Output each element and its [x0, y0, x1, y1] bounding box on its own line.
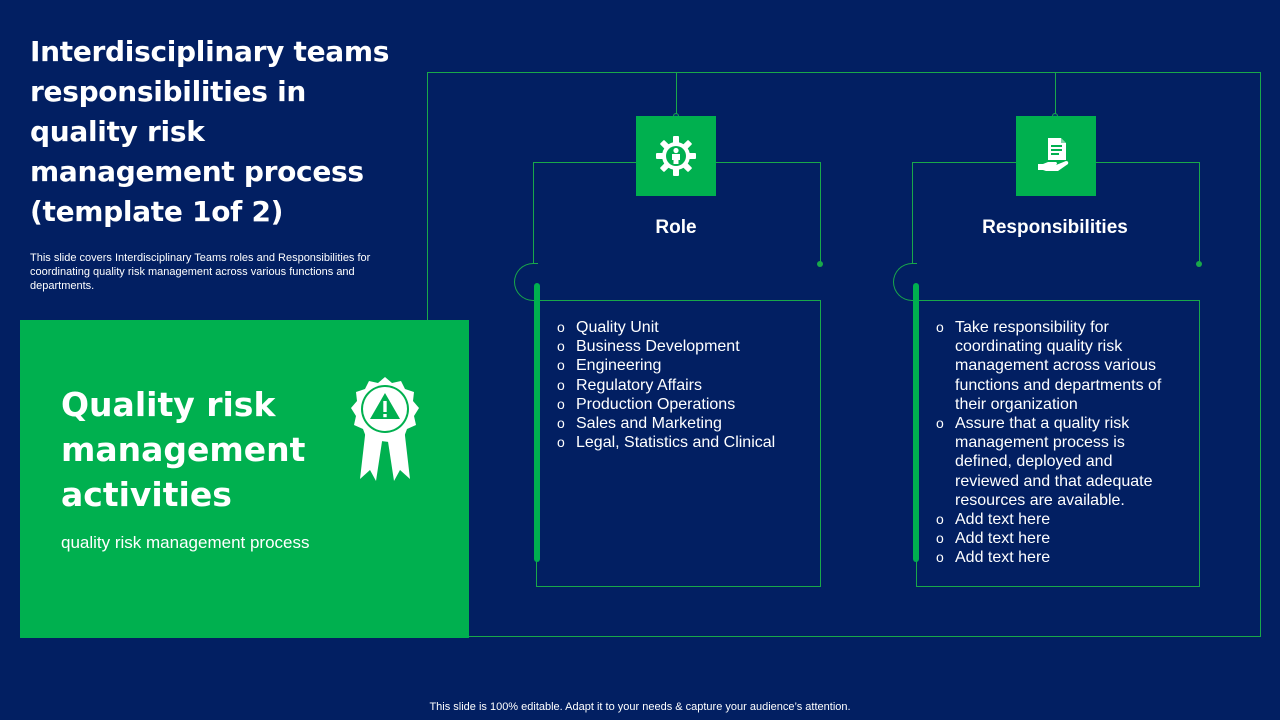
role-frame-top-right: [716, 162, 821, 163]
list-item: Legal, Statistics and Clinical: [557, 433, 812, 452]
list-item: Take responsibility for coordinating qua…: [936, 318, 1176, 414]
list-item: Add text here: [936, 510, 1176, 529]
resp-frame-top-right: [1095, 162, 1200, 163]
list-item: Quality Unit: [557, 318, 812, 337]
role-list: Quality UnitBusiness DevelopmentEngineer…: [557, 318, 812, 453]
footer-note: This slide is 100% editable. Adapt it to…: [429, 701, 851, 713]
list-item: Engineering: [557, 356, 812, 375]
role-frame-dot: [817, 261, 823, 267]
resp-icon-box: [1016, 116, 1096, 196]
responsibilities-title: Responsibilities: [982, 217, 1128, 238]
list-item: Add text here: [936, 548, 1176, 567]
role-connector: [676, 72, 677, 116]
page-subtitle: This slide covers Interdisciplinary Team…: [30, 252, 371, 292]
card-title: Quality risk management activities: [61, 385, 306, 514]
gear-person-icon: [656, 136, 696, 176]
resp-frame-dot: [1196, 261, 1202, 267]
list-item: Production Operations: [557, 395, 812, 414]
list-item: Regulatory Affairs: [557, 376, 812, 395]
page-title: Interdisciplinary teams responsibilities…: [30, 35, 390, 228]
activities-card: Quality risk management activities quali…: [20, 320, 469, 638]
list-item: Sales and Marketing: [557, 414, 812, 433]
role-frame-left: [533, 162, 534, 264]
role-title: Role: [655, 217, 697, 238]
resp-frame-top-left: [912, 162, 1016, 163]
responsibilities-list: Take responsibility for coordinating qua…: [936, 318, 1176, 568]
hand-document-icon: [1038, 138, 1069, 171]
role-frame-right: [820, 162, 821, 262]
resp-frame-left: [912, 162, 913, 264]
list-item: Assure that a quality risk management pr…: [936, 414, 1176, 510]
role-accent-bar: [534, 283, 540, 562]
warning-rosette-icon: [351, 377, 419, 481]
list-item: Business Development: [557, 337, 812, 356]
resp-connector: [1055, 72, 1056, 116]
card-subtitle: quality risk management process: [61, 533, 310, 552]
role-icon-box: [636, 116, 716, 196]
list-item: Add text here: [936, 529, 1176, 548]
role-frame-top-left: [533, 162, 636, 163]
resp-accent-bar: [913, 283, 919, 562]
resp-frame-right: [1199, 162, 1200, 262]
